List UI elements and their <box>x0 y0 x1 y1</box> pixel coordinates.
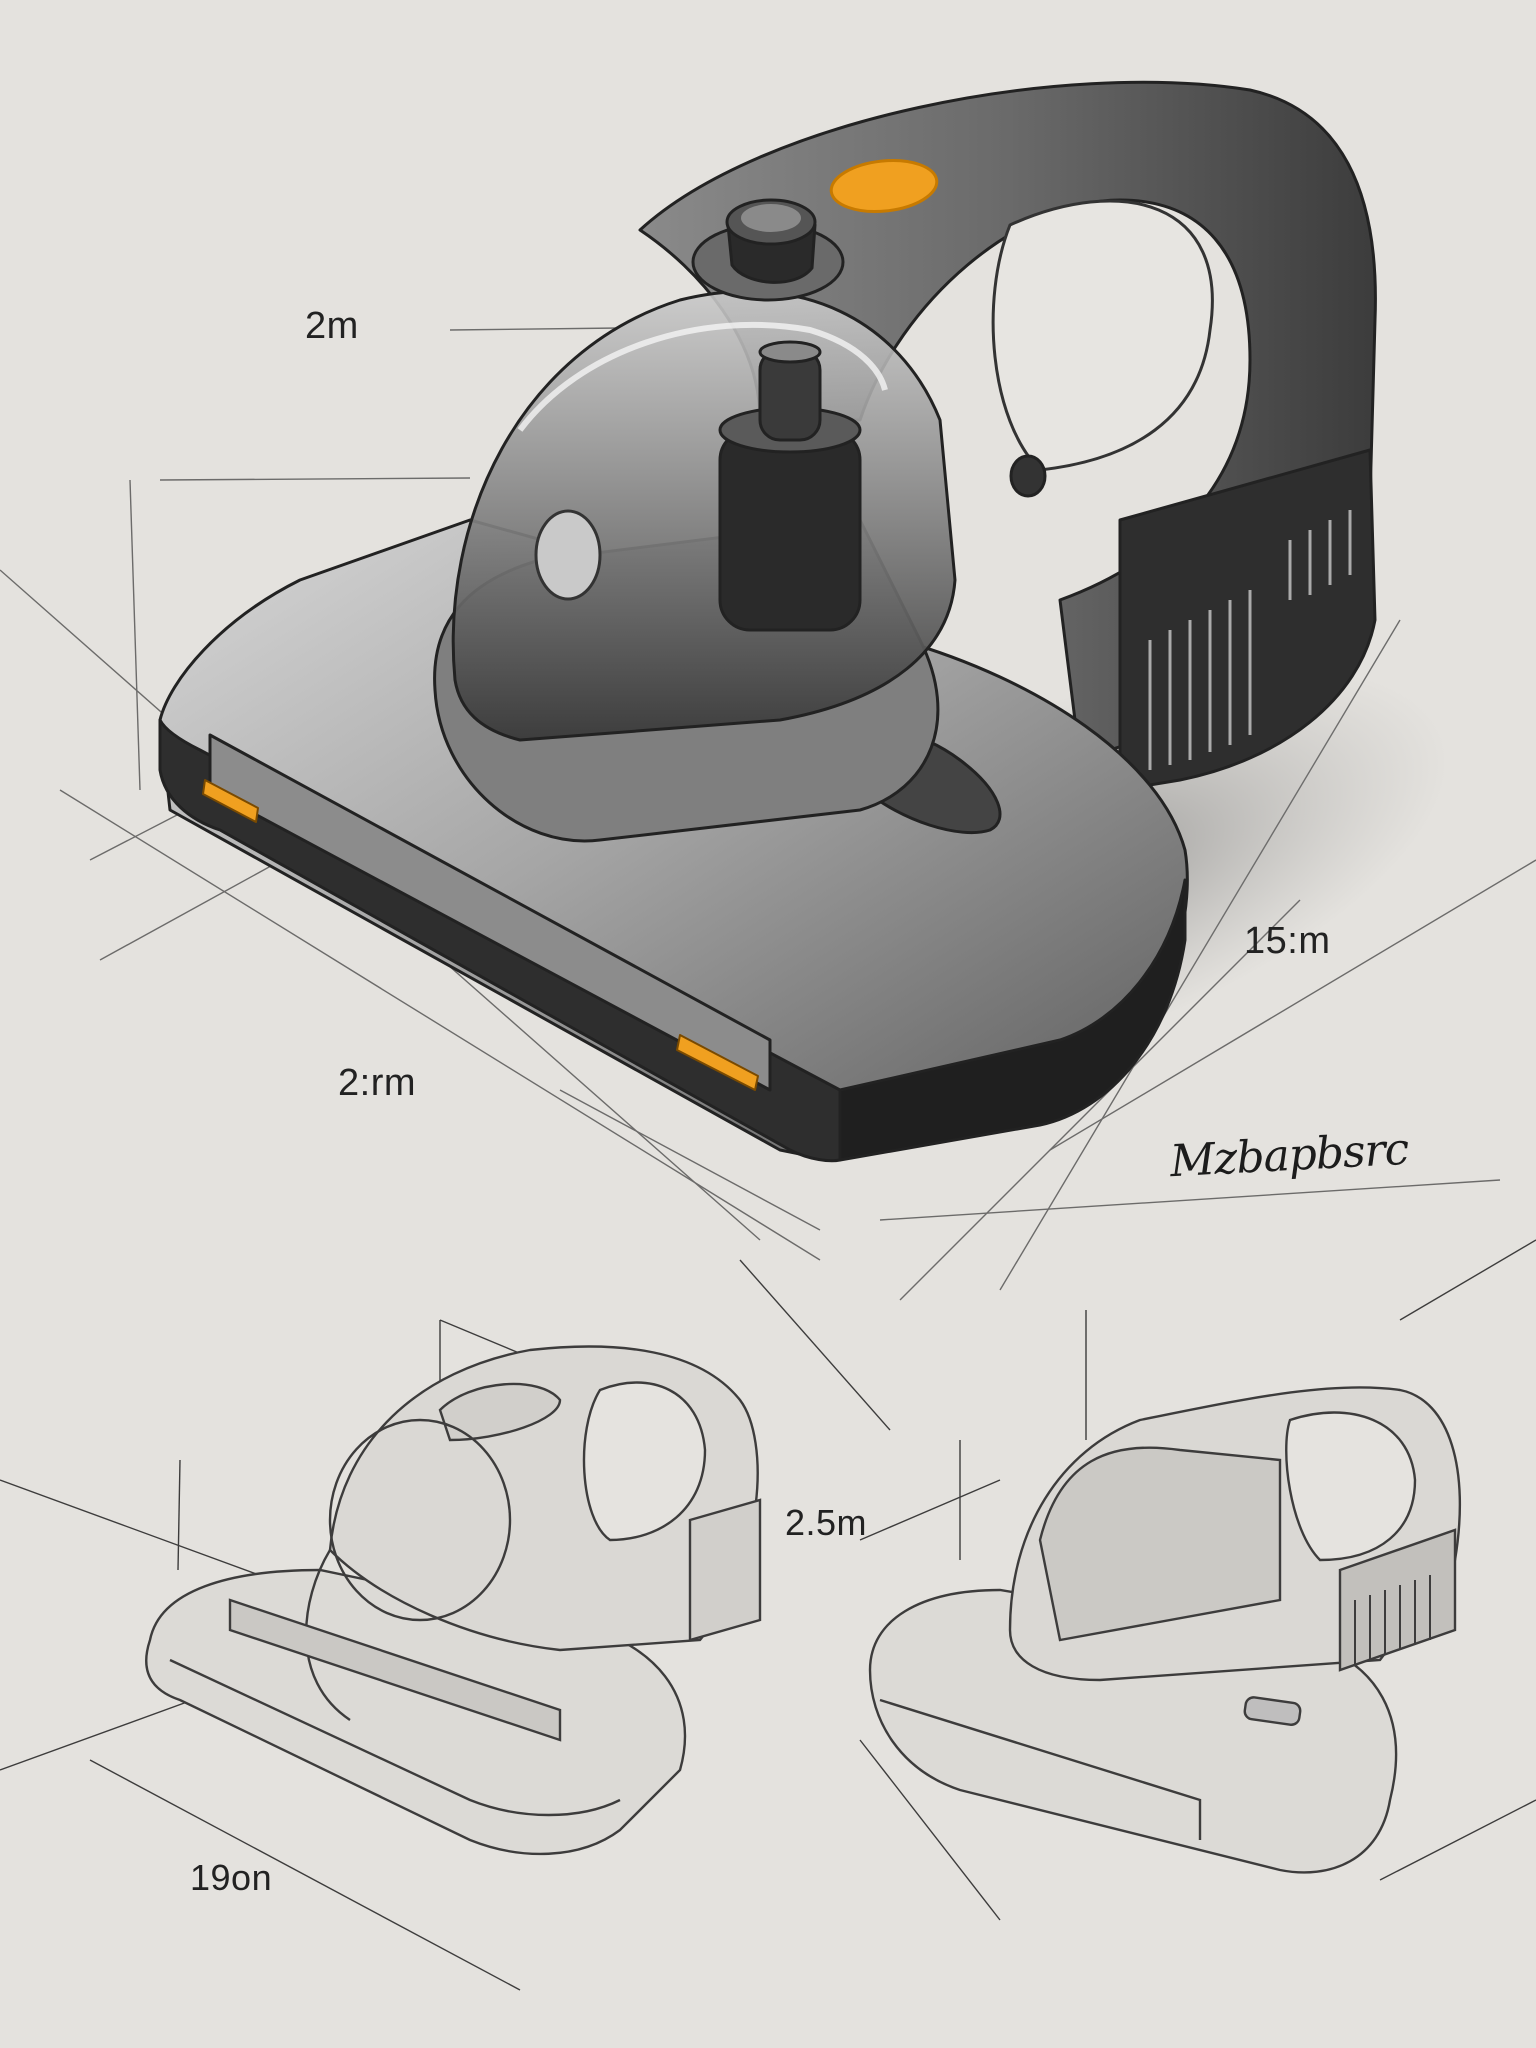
dimension-label-sketch-right: 2.5m <box>785 1502 868 1543</box>
sketch-right <box>859 1239 1536 1921</box>
sketch-left <box>0 1259 891 1991</box>
top-knob <box>691 198 845 302</box>
dimension-label-width: 2:rm <box>338 1062 416 1104</box>
orange-power-button <box>829 159 939 213</box>
handheld-vacuum-main <box>158 80 1377 1163</box>
orange-light-left <box>202 779 259 823</box>
filter-cylinder <box>718 340 862 632</box>
orange-light-right <box>676 1034 759 1091</box>
dimension-label-height: 2m <box>305 305 359 347</box>
dimension-label-depth: 15:m <box>1244 920 1331 962</box>
dust-dome <box>451 289 957 742</box>
dimension-label-sketch-left: 19on <box>190 1857 273 1898</box>
